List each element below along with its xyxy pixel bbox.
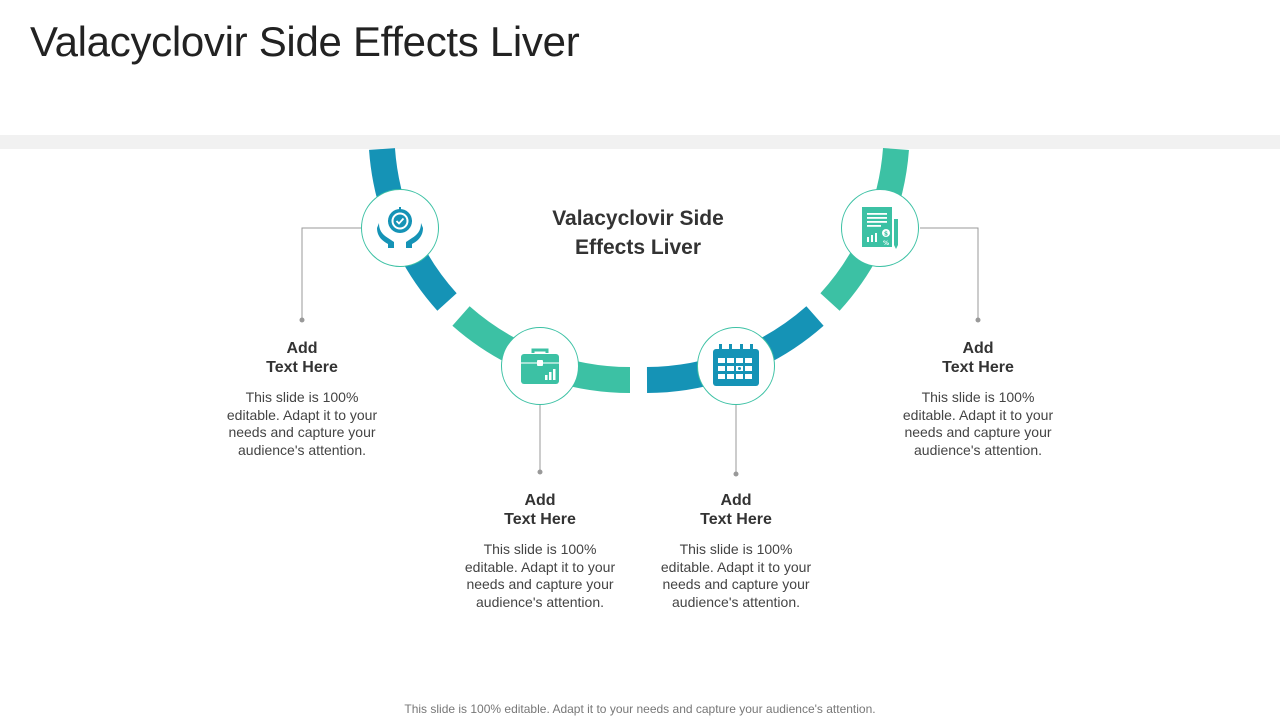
node-2 [501, 327, 579, 405]
item-4-heading: Add Text Here [942, 340, 1014, 376]
briefcase-icon [521, 348, 559, 384]
item-3: Add Text Here This slide is 100% editabl… [656, 491, 816, 611]
item-1: Add Text Here This slide is 100% editabl… [222, 339, 382, 459]
item-2: Add Text Here This slide is 100% editabl… [460, 491, 620, 611]
node-4: $ % [841, 189, 919, 267]
slide-title: Valacyclovir Side Effects Liver [30, 18, 580, 65]
connector-dot-1 [299, 317, 305, 323]
svg-text:$: $ [884, 231, 888, 238]
header-band [0, 135, 1280, 149]
diagram-center-title: Valacyclovir Side Effects Liver [552, 207, 724, 259]
svg-text:%: % [883, 240, 889, 247]
financial-report-icon: $ % [862, 207, 898, 249]
connector-dot-3 [733, 471, 739, 477]
item-4-text: This slide is 100% editable. Adapt it to… [902, 389, 1054, 458]
node-1 [361, 189, 439, 267]
item-2-text: This slide is 100% editable. Adapt it to… [464, 541, 616, 610]
item-3-text: This slide is 100% editable. Adapt it to… [660, 541, 812, 610]
connector-1 [301, 227, 361, 320]
hands-shield-icon [377, 207, 423, 248]
connector-dot-2 [537, 469, 543, 475]
item-1-text: This slide is 100% editable. Adapt it to… [226, 389, 378, 458]
item-4: Add Text Here This slide is 100% editabl… [898, 339, 1058, 459]
item-3-heading: Add Text Here [700, 492, 772, 528]
connector-dot-4 [975, 317, 981, 323]
slide-footer: This slide is 100% editable. Adapt it to… [404, 702, 876, 716]
calendar-icon [713, 344, 759, 386]
item-2-heading: Add Text Here [504, 492, 576, 528]
node-3 [697, 327, 775, 405]
connector-4 [920, 227, 979, 320]
item-1-heading: Add Text Here [266, 340, 338, 376]
